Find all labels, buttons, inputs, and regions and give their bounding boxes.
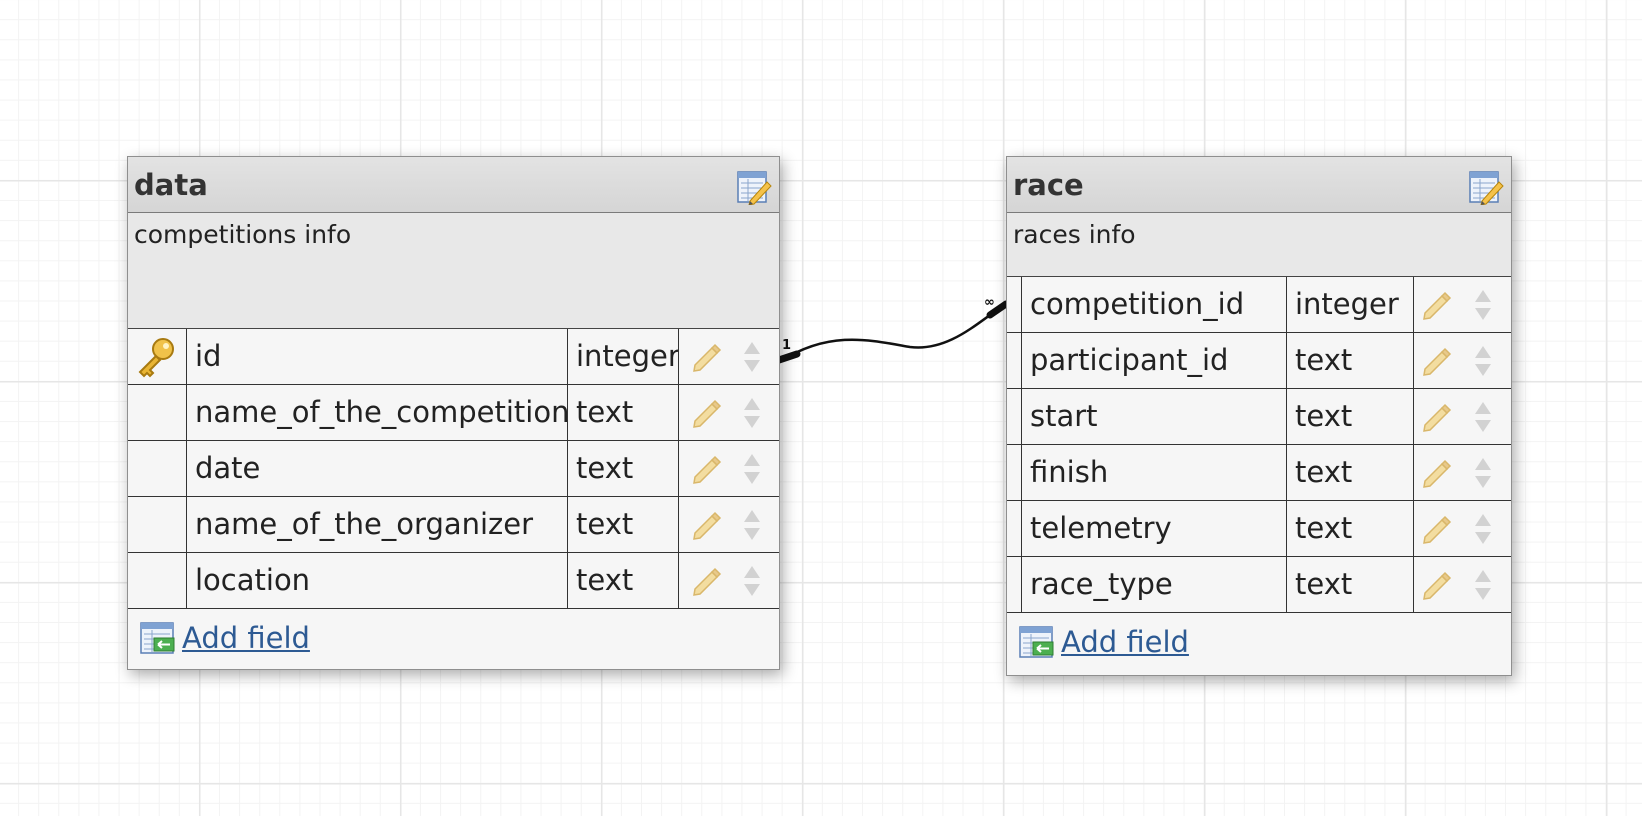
field-row[interactable]: name_of_the_competition text bbox=[128, 385, 779, 441]
add-field-icon[interactable] bbox=[1019, 625, 1055, 659]
up-down-arrows-icon[interactable] bbox=[742, 451, 762, 487]
pencil-icon[interactable] bbox=[1420, 345, 1452, 377]
field-row[interactable]: participant_id text bbox=[1007, 333, 1511, 389]
up-down-arrows-icon[interactable] bbox=[1473, 511, 1493, 547]
table-description[interactable]: races info bbox=[1007, 213, 1511, 277]
field-type[interactable]: text bbox=[1287, 501, 1414, 556]
key-cell bbox=[128, 329, 187, 384]
table-title: race bbox=[1013, 168, 1084, 202]
key-cell bbox=[1007, 557, 1022, 612]
pencil-icon[interactable] bbox=[1420, 457, 1452, 489]
field-name[interactable]: id bbox=[187, 329, 568, 384]
up-down-arrows-icon[interactable] bbox=[742, 395, 762, 431]
field-row[interactable]: competition_id integer bbox=[1007, 277, 1511, 333]
field-type[interactable]: text bbox=[1287, 557, 1414, 612]
field-name[interactable]: name_of_the_competition bbox=[187, 385, 568, 440]
edit-table-icon[interactable] bbox=[1468, 169, 1504, 205]
field-type[interactable]: text bbox=[568, 553, 679, 608]
field-type[interactable]: text bbox=[1287, 445, 1414, 500]
field-name[interactable]: competition_id bbox=[1022, 277, 1287, 332]
pencil-icon[interactable] bbox=[1420, 513, 1452, 545]
field-type[interactable]: text bbox=[1287, 389, 1414, 444]
add-field-link[interactable]: Add field bbox=[1061, 625, 1189, 659]
key-cell bbox=[1007, 277, 1022, 332]
up-down-arrows-icon[interactable] bbox=[1473, 399, 1493, 435]
pencil-icon[interactable] bbox=[690, 397, 722, 429]
field-row[interactable]: date text bbox=[128, 441, 779, 497]
up-down-arrows-icon[interactable] bbox=[1473, 455, 1493, 491]
table-header[interactable]: race bbox=[1007, 157, 1511, 213]
key-cell bbox=[128, 385, 187, 440]
relation-line bbox=[780, 302, 1007, 363]
up-down-arrows-icon[interactable] bbox=[1473, 287, 1493, 323]
relation-end-from bbox=[775, 350, 801, 364]
field-type[interactable]: integer bbox=[1287, 277, 1414, 332]
pencil-icon[interactable] bbox=[1420, 401, 1452, 433]
table-data[interactable]: data competitions info id integer bbox=[127, 156, 780, 670]
pencil-icon[interactable] bbox=[1420, 569, 1452, 601]
key-cell bbox=[1007, 333, 1022, 388]
field-type[interactable]: text bbox=[568, 385, 679, 440]
field-name[interactable]: telemetry bbox=[1022, 501, 1287, 556]
key-cell bbox=[1007, 389, 1022, 444]
pencil-icon[interactable] bbox=[690, 341, 722, 373]
field-name[interactable]: start bbox=[1022, 389, 1287, 444]
up-down-arrows-icon[interactable] bbox=[742, 563, 762, 599]
field-row[interactable]: start text bbox=[1007, 389, 1511, 445]
field-name[interactable]: participant_id bbox=[1022, 333, 1287, 388]
table-description-text: competitions info bbox=[134, 220, 352, 249]
up-down-arrows-icon[interactable] bbox=[742, 507, 762, 543]
cardinality-from-label: 1 bbox=[782, 338, 791, 353]
key-cell bbox=[128, 553, 187, 608]
field-row[interactable]: finish text bbox=[1007, 445, 1511, 501]
key-cell bbox=[128, 441, 187, 496]
relation-end-to bbox=[986, 300, 1010, 319]
field-type[interactable]: text bbox=[568, 441, 679, 496]
field-row[interactable]: id integer bbox=[128, 329, 779, 385]
up-down-arrows-icon[interactable] bbox=[1473, 567, 1493, 603]
add-field-link[interactable]: Add field bbox=[182, 621, 310, 655]
up-down-arrows-icon[interactable] bbox=[742, 339, 762, 375]
field-name[interactable]: date bbox=[187, 441, 568, 496]
pencil-icon[interactable] bbox=[1420, 289, 1452, 321]
table-description[interactable]: competitions info bbox=[128, 213, 779, 329]
table-race[interactable]: race races info competition_id integer bbox=[1006, 156, 1512, 676]
table-title: data bbox=[134, 168, 208, 202]
up-down-arrows-icon[interactable] bbox=[1473, 343, 1493, 379]
pencil-icon[interactable] bbox=[690, 565, 722, 597]
field-type[interactable]: integer bbox=[568, 329, 679, 384]
add-field-row: Add field bbox=[128, 609, 779, 665]
field-name[interactable]: name_of_the_organizer bbox=[187, 497, 568, 552]
field-name[interactable]: race_type bbox=[1022, 557, 1287, 612]
add-field-icon[interactable] bbox=[140, 621, 176, 655]
field-row[interactable]: telemetry text bbox=[1007, 501, 1511, 557]
field-row[interactable]: name_of_the_organizer text bbox=[128, 497, 779, 553]
field-name[interactable]: finish bbox=[1022, 445, 1287, 500]
key-icon bbox=[138, 338, 174, 378]
field-type[interactable]: text bbox=[1287, 333, 1414, 388]
field-type[interactable]: text bbox=[568, 497, 679, 552]
add-field-row: Add field bbox=[1007, 613, 1511, 669]
table-description-text: races info bbox=[1013, 220, 1136, 249]
pencil-icon[interactable] bbox=[690, 453, 722, 485]
field-row[interactable]: location text bbox=[128, 553, 779, 609]
key-cell bbox=[1007, 445, 1022, 500]
table-header[interactable]: data bbox=[128, 157, 779, 213]
key-cell bbox=[1007, 501, 1022, 556]
edit-table-icon[interactable] bbox=[736, 169, 772, 205]
key-cell bbox=[128, 497, 187, 552]
field-name[interactable]: location bbox=[187, 553, 568, 608]
pencil-icon[interactable] bbox=[690, 509, 722, 541]
field-row[interactable]: race_type text bbox=[1007, 557, 1511, 613]
cardinality-to-label: ∞ bbox=[984, 295, 995, 310]
